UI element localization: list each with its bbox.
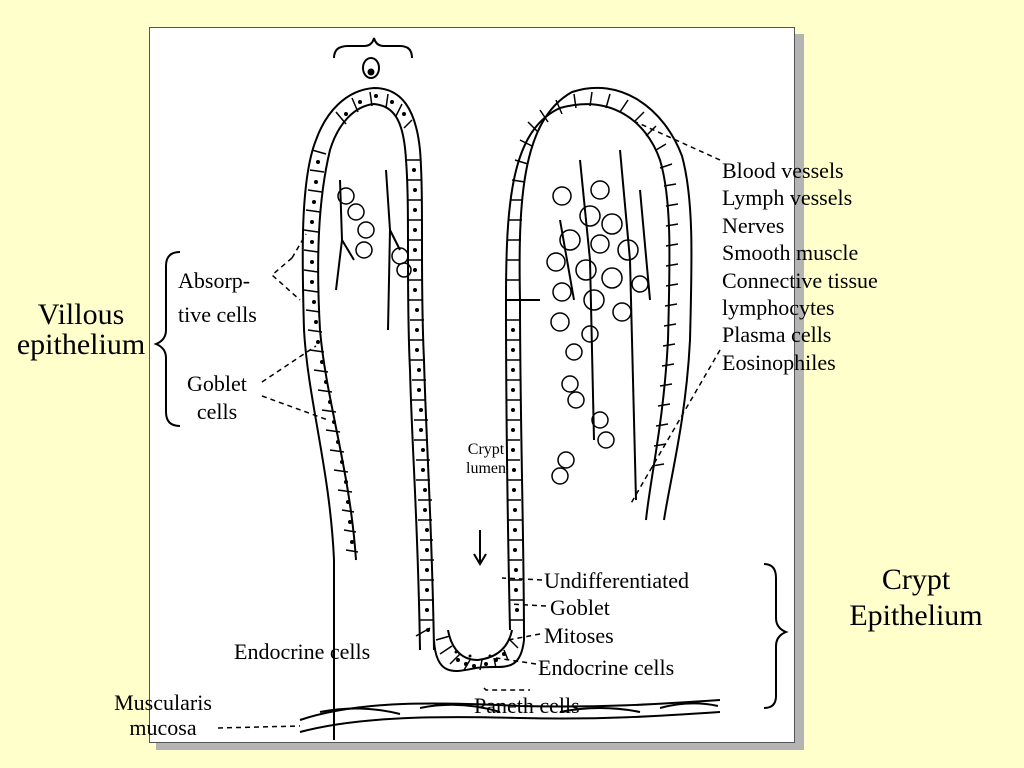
absorptive-cells-label: Absorp- tive cells	[178, 264, 257, 332]
label-blood-vessels: Blood vessels	[722, 158, 844, 183]
muscularis-mucosa-label: Muscularis mucosa	[96, 690, 230, 740]
crypt-epithelium-line-1: Crypt	[881, 563, 951, 596]
absorptive-cells-line-1: Absorp-	[178, 268, 251, 293]
lamina-propria-list: Blood vessels Lymph vessels Nerves Smoot…	[722, 157, 878, 376]
label-eosinophiles: Eosinophiles	[722, 349, 836, 375]
top-brace	[333, 37, 413, 59]
goblet-cells-line-2: cells	[196, 399, 238, 424]
crypt-brace	[763, 563, 789, 709]
label-smooth-muscle: Smooth muscle	[722, 240, 859, 266]
villous-epithelium-line-2: epithelium	[16, 328, 146, 361]
label-lymph-vessels: Lymph vessels	[722, 185, 853, 211]
villus-right-outer	[518, 86, 693, 641]
goblet-cells-label: Goblet cells	[174, 370, 260, 426]
label-nerves: Nerves	[722, 212, 785, 238]
muscularis-mucosa-line-1: Muscularis	[114, 690, 212, 715]
label-lymphocytes: lymphocytes	[722, 295, 835, 321]
crypt-epithelium-line-2: Epithelium	[849, 599, 983, 632]
label-goblet-crypt: Goblet	[550, 595, 610, 620]
muscularis-mucosa-line-2: mucosa	[129, 715, 197, 740]
shed-cell	[362, 57, 380, 79]
label-endocrine-cells-crypt: Endocrine cells	[538, 655, 675, 680]
villous-epithelium-label: Villous epithelium	[6, 300, 156, 360]
goblet-cells-line-1: Goblet	[187, 371, 247, 396]
villous-epithelium-line-1: Villous	[37, 298, 125, 331]
crypt-epithelium-label: Crypt Epithelium	[818, 562, 1014, 634]
label-connective-tissue: Connective tissue	[722, 267, 878, 293]
label-paneth-cells: Paneth cells	[474, 693, 580, 718]
crypt-lumen-line-1: Crypt	[467, 441, 505, 458]
label-endocrine-cells-left: Endocrine cells	[234, 639, 371, 664]
crypt-lumen-label: Crypt lumen	[454, 440, 518, 478]
label-plasma-cells: Plasma cells	[722, 322, 832, 348]
villous-brace	[153, 251, 181, 427]
label-mitoses: Mitoses	[544, 623, 614, 648]
absorptive-cells-line-2: tive cells	[178, 302, 257, 327]
villus-right-inner	[504, 103, 671, 631]
crypt-lumen-line-2: lumen	[466, 460, 506, 477]
label-undifferentiated: Undifferentiated	[544, 568, 689, 593]
muscularis-layer	[299, 699, 721, 721]
crypt-inner	[447, 629, 513, 662]
crypt-outer	[433, 639, 525, 672]
